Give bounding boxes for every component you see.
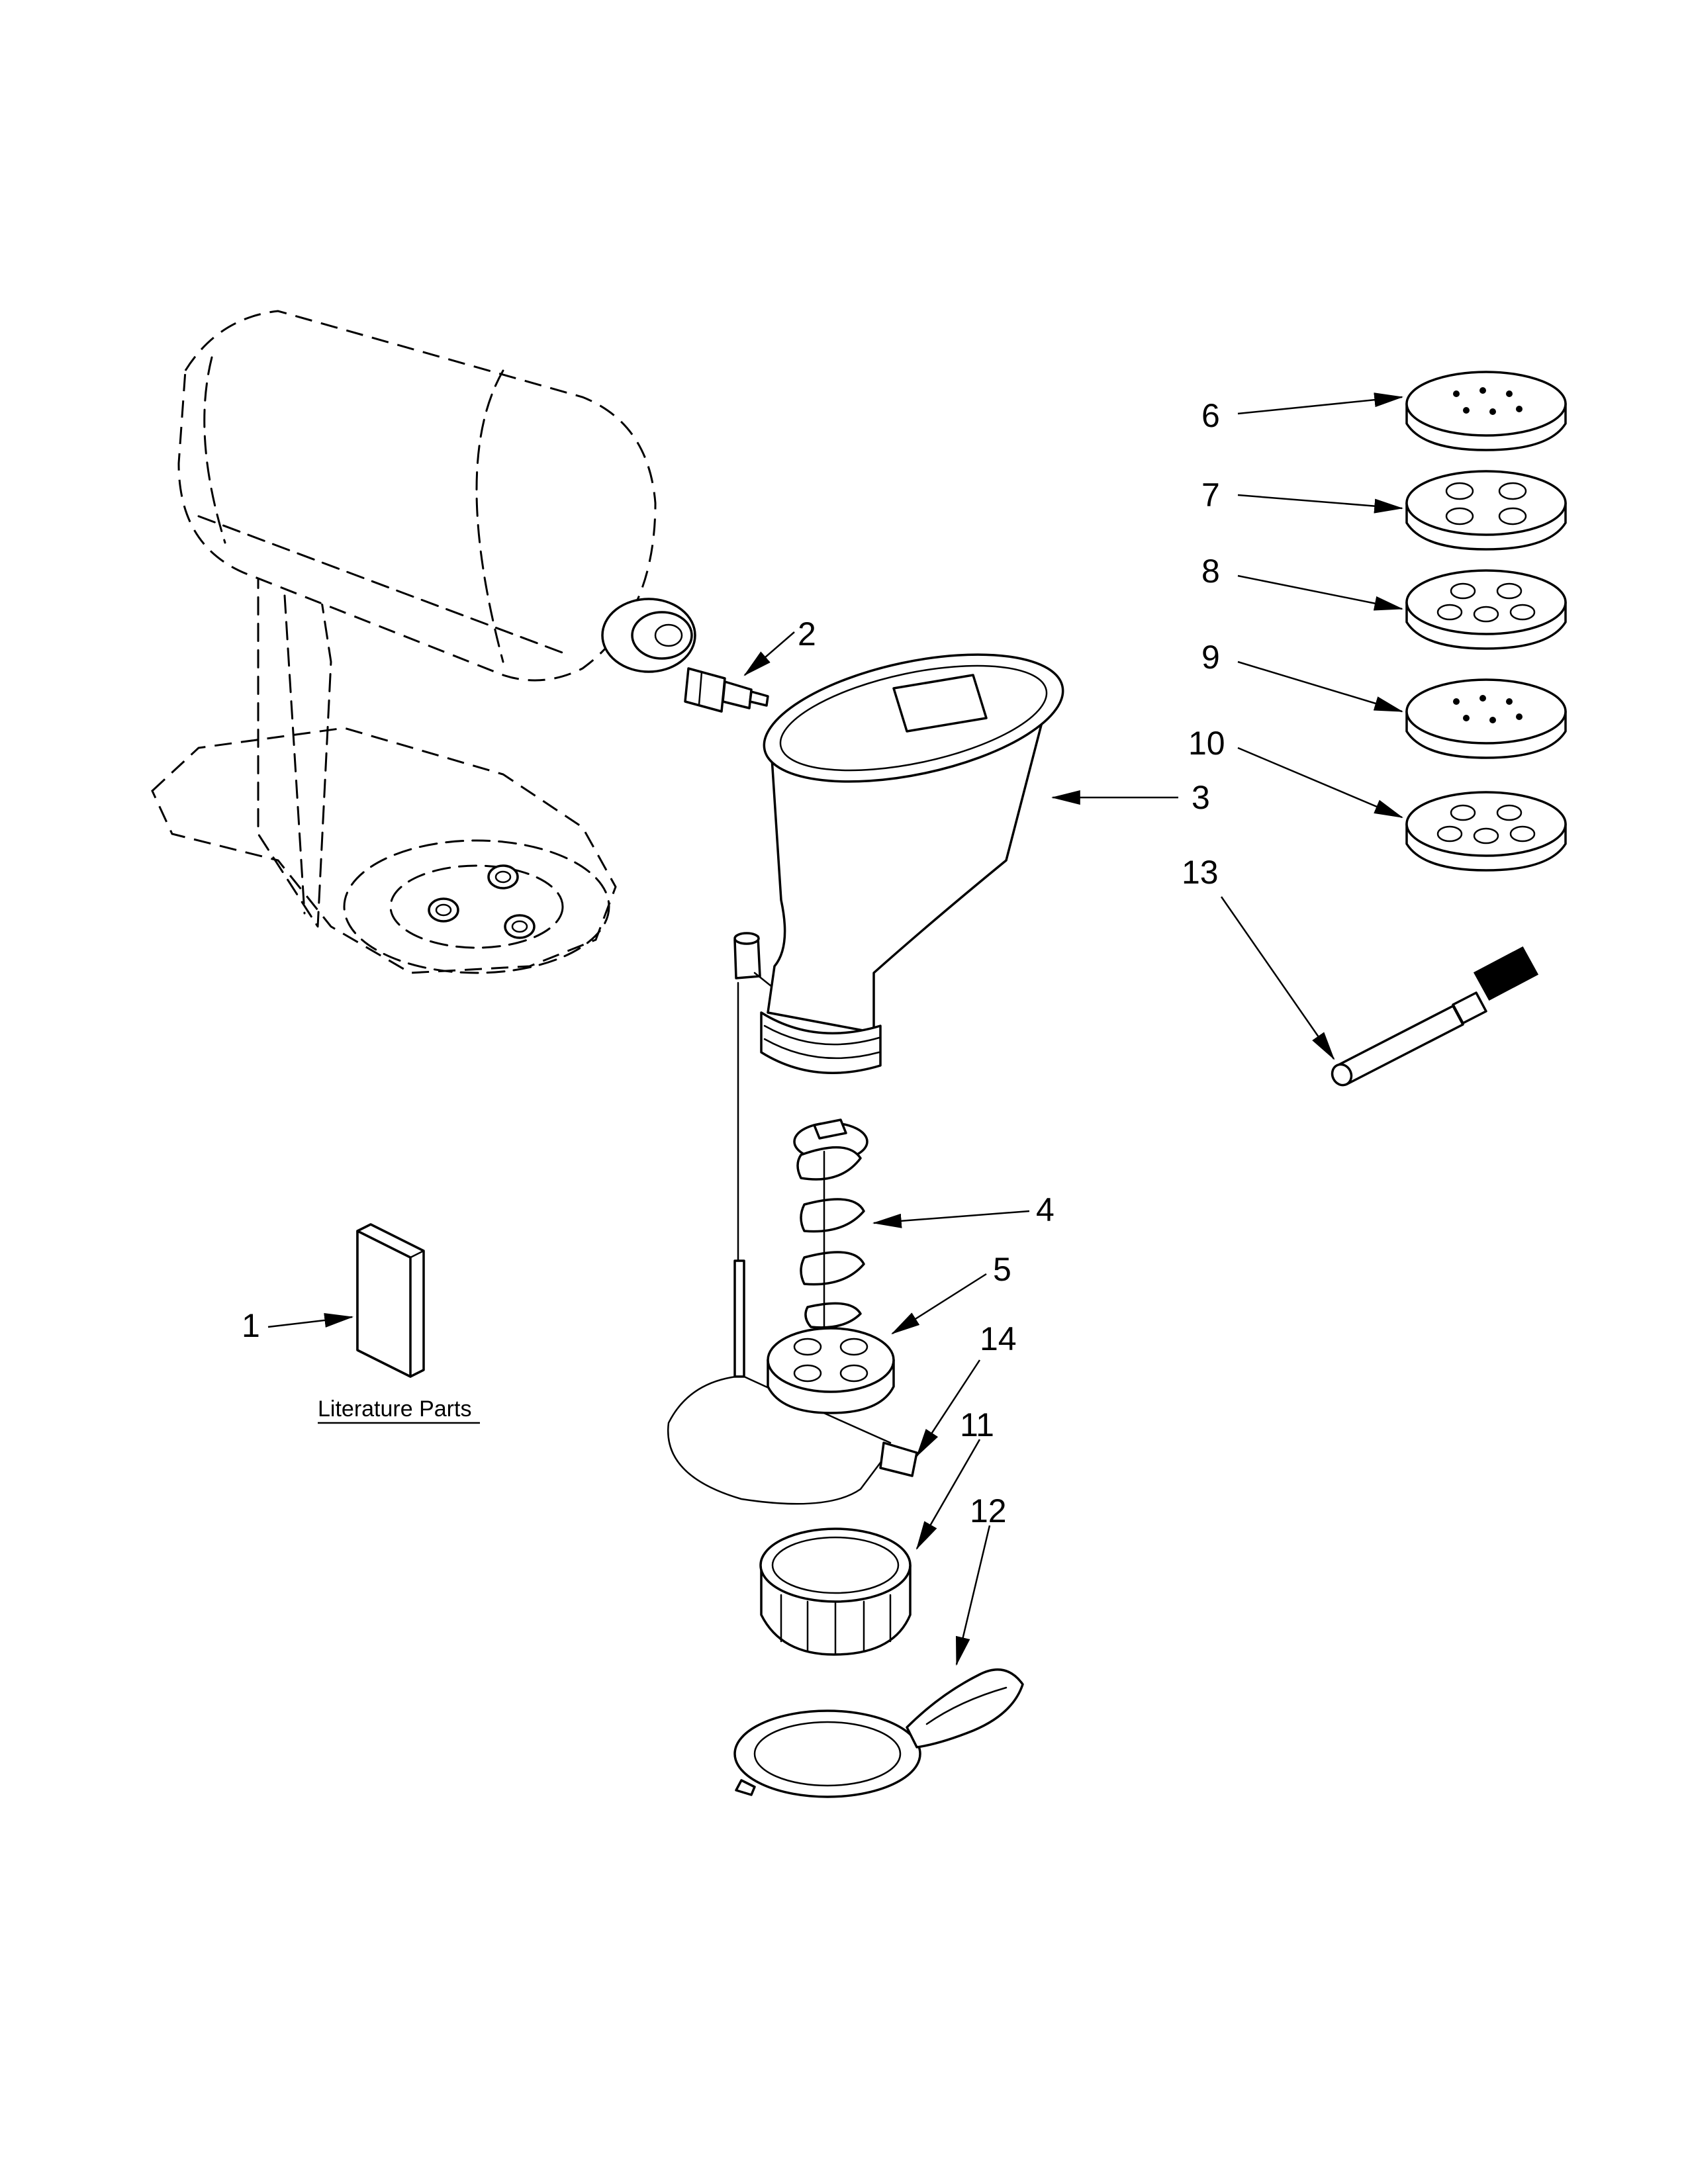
callout-13: 13 [1182,854,1219,891]
callout-8: 8 [1201,553,1220,590]
ring-nut-part [759,1527,912,1656]
leader-5 [891,1273,987,1335]
leader-9 [1237,660,1404,713]
leader-7 [1237,494,1404,514]
wrench-part [733,1668,1024,1798]
leader-1 [267,1312,354,1328]
leader-4 [872,1210,1030,1228]
callout-4: 4 [1036,1191,1055,1228]
leader-13 [1220,896,1335,1060]
die-plate-7 [1405,470,1567,551]
die-plate-6 [1405,371,1567,451]
callout-11: 11 [960,1406,994,1443]
stand-mixer-phantom [151,310,696,974]
leader-2 [743,631,795,676]
callout-2: 2 [798,615,816,653]
leader-12 [955,1525,991,1666]
leader-6 [1237,392,1404,415]
callout-12: 12 [970,1492,1007,1529]
callout-5: 5 [993,1251,1011,1288]
hopper-housing-part [733,653,1064,1074]
callout-6: 6 [1201,397,1220,434]
callout-10: 10 [1188,725,1225,762]
die-plate-8 [1405,569,1567,650]
cleaning-brush-part [1331,946,1539,1087]
die-plate-9 [1405,678,1567,759]
callout-1: 1 [242,1307,260,1344]
die-plate-10 [1405,791,1567,872]
leader-11 [915,1439,981,1550]
wire-cutter-part [667,981,918,1505]
drive-shaft-part [684,667,769,713]
callout-7: 7 [1201,477,1220,514]
leader-8 [1237,574,1404,611]
auger-part [793,1118,868,1329]
literature-booklet [356,1223,425,1378]
callout-3: 3 [1192,779,1210,816]
callout-9: 9 [1201,639,1220,676]
literature-parts-label: Literature Parts [318,1396,471,1422]
leader-14 [915,1359,981,1457]
die-plate-5 [767,1327,895,1414]
leader-10 [1237,747,1404,819]
callout-14: 14 [980,1320,1017,1357]
